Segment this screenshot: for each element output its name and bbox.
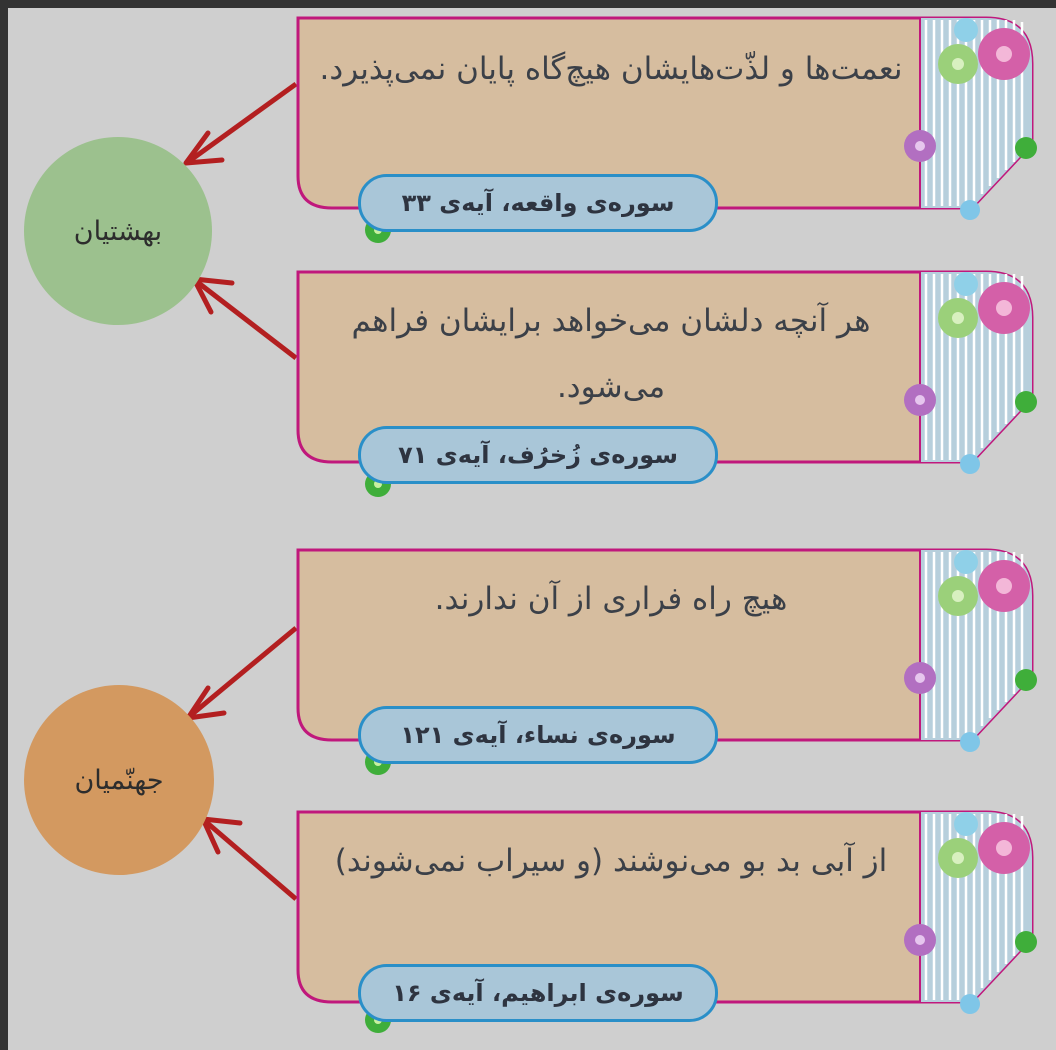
heaven-group-label: بهشتیان: [73, 215, 163, 247]
reference-pill: [358, 426, 718, 484]
verse-reference: سوره‌ی نساء، آیه‌ی ۱۲۱: [358, 706, 718, 764]
card-frame: [296, 16, 1037, 243]
flower-icon: [365, 18, 1037, 243]
arrow: [191, 276, 298, 360]
card-frame: [296, 270, 1037, 497]
card-text: از آبی بد بو می‌نوشند (و سیراب نمی‌شوند): [334, 843, 888, 879]
verse-card: از آبی بد بو می‌نوشند (و سیراب نمی‌شوند)…: [296, 810, 1037, 1040]
card-text: هر آنچه دلشان می‌خواهد برایشان فراهم می‌…: [351, 303, 871, 405]
arrow: [185, 626, 298, 721]
card-frame: [296, 548, 1037, 775]
flower-icon: [365, 272, 1037, 497]
reference-pill: [358, 706, 718, 764]
verse-card: نعمت‌ها و لذّت‌هایشان هیچ‌گاه پایان نمی‌…: [296, 16, 1037, 246]
arrow: [183, 81, 298, 166]
heaven-group-circle: بهشتیان: [24, 137, 212, 325]
hell-group-label: جهنّمیان: [74, 764, 164, 796]
top-frame-bar: [0, 0, 1056, 8]
card-frame: [296, 810, 1037, 1033]
card-text: نعمت‌ها و لذّت‌هایشان هیچ‌گاه پایان نمی‌…: [319, 51, 903, 87]
verse-reference: سوره‌ی زُخرُف، آیه‌ی ۷۱: [358, 426, 718, 484]
reference-text: سوره‌ی ابراهیم، آیه‌ی ۱۶: [392, 979, 684, 1007]
left-frame-bar: [0, 0, 8, 1050]
reference-text: سوره‌ی زُخرُف، آیه‌ی ۷۱: [398, 441, 678, 469]
reference-text: سوره‌ی نساء، آیه‌ی ۱۲۱: [400, 721, 676, 749]
reference-pill: [358, 174, 718, 232]
arrow: [200, 816, 298, 901]
verse-card: هر آنچه دلشان می‌خواهد برایشان فراهم می‌…: [296, 270, 1037, 500]
verse-reference: سوره‌ی واقعه، آیه‌ی ۳۳: [358, 174, 718, 232]
hell-group-circle: جهنّمیان: [24, 685, 214, 875]
verse-reference: سوره‌ی ابراهیم، آیه‌ی ۱۶: [358, 964, 718, 1022]
card-text: هیچ راه فراری از آن ندارند.: [434, 581, 788, 617]
reference-pill: [358, 964, 718, 1022]
reference-text: سوره‌ی واقعه، آیه‌ی ۳۳: [401, 189, 675, 217]
verse-card: هیچ راه فراری از آن ندارند. سوره‌ی نساء،…: [296, 548, 1037, 778]
